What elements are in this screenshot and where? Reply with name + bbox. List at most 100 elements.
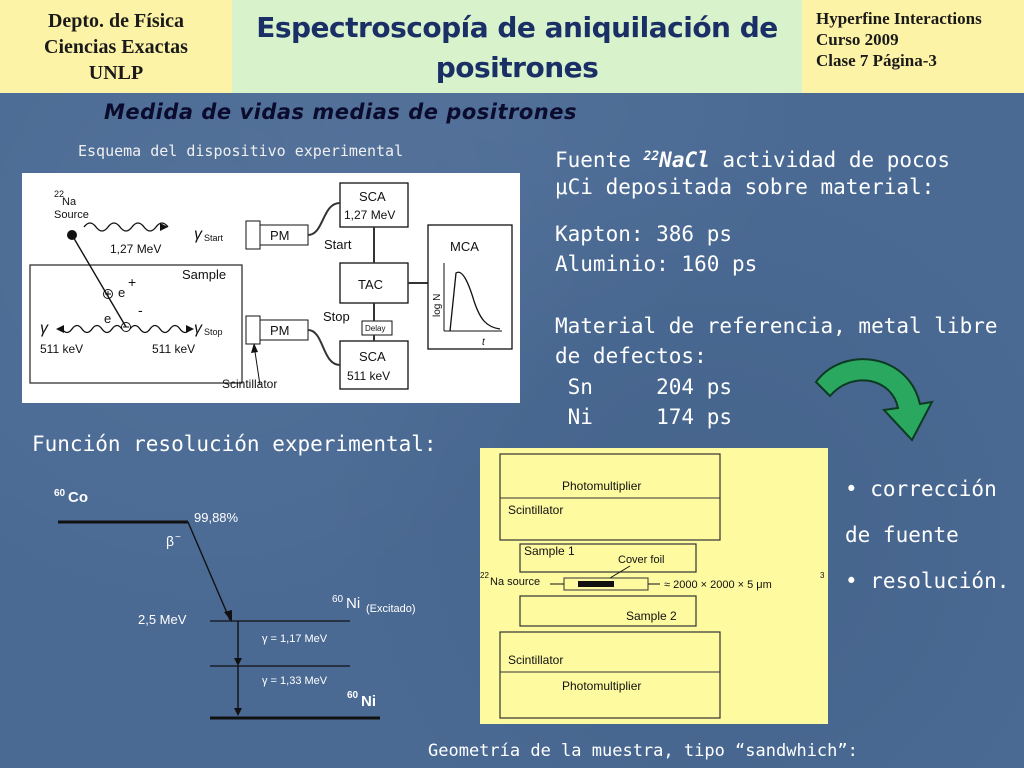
department-line-1: Depto. de Física	[47, 10, 185, 32]
stop-gamma-wave-right	[129, 324, 191, 334]
delay-box	[361, 320, 393, 336]
scintillator-bottom	[245, 315, 261, 345]
dimension-text: ≈ 2000 × 2000 × 5 μm	[664, 579, 772, 591]
course-line-1: Hyperfine Interactions	[816, 9, 982, 28]
slide-title-line-2: positrones	[435, 51, 599, 84]
ni-mass: 60	[347, 690, 359, 701]
slide-title: Espectroscopía de aniquilación de positr…	[232, 0, 802, 93]
bullet-resolution: • resolución.	[845, 569, 1010, 593]
source-deposit	[578, 581, 614, 587]
sca-top-energy: 1,27 MeV	[344, 208, 395, 222]
beta-energy: 2,5 MeV	[138, 612, 187, 627]
source-isotope: 22	[54, 189, 64, 199]
stop-gamma-wave-left	[61, 324, 123, 334]
right-energy: 511 keV	[152, 342, 195, 356]
positron-track	[71, 234, 127, 328]
mca-spectrum-curve	[449, 271, 501, 332]
sample2-text: Sample 2	[626, 609, 677, 623]
mca-xaxis-label: t	[482, 337, 486, 348]
reference-line-2: de defectos:	[555, 344, 707, 368]
geometry-caption: Geometría de la muestra, tipo “sandwhich…	[428, 741, 858, 761]
ni-value: Ni 174 ps	[555, 405, 733, 429]
ni-excited-element: Ni	[346, 595, 360, 612]
left-energy: 511 keV	[40, 342, 83, 356]
sca-bottom-energy: 511 keV	[347, 369, 390, 383]
start-energy: 1,27 MeV	[110, 242, 161, 256]
beta-symbol: β	[166, 533, 174, 549]
scintillator-top	[245, 220, 261, 250]
co-mass: 60	[54, 488, 66, 499]
source-text-line-2: μCi depositada sobre material:	[555, 175, 935, 199]
gamma-2-energy: γ = 1,33 MeV	[262, 675, 328, 687]
delay-label: Delay	[365, 324, 385, 333]
source-text-compound: NaCl	[659, 148, 710, 172]
aluminio-value: Aluminio: 160 ps	[555, 252, 758, 276]
department-box: Depto. de Física Ciencias Exactas UNLP	[0, 0, 232, 93]
annihilation-marker	[121, 322, 131, 332]
reference-line-1: Material de referencia, metal libre	[555, 314, 998, 338]
scintillator-label: Scintillator	[222, 377, 277, 391]
dimension-power: 3	[820, 571, 825, 580]
scint-top-text: Scintillator	[508, 503, 563, 517]
sample1-block	[519, 543, 697, 573]
cover-foil-text: Cover foil	[618, 554, 664, 566]
sample-label: Sample	[182, 267, 226, 282]
sca-bottom-label: SCA	[359, 349, 386, 364]
mca-label: MCA	[450, 239, 479, 254]
ni-element: Ni	[361, 693, 376, 710]
start-gamma-sub: Start	[204, 233, 224, 243]
positron-marker	[103, 289, 113, 299]
corrections-list: • corrección de fuente • resolución.	[845, 466, 1009, 604]
stop-gamma-symbol: γ	[194, 320, 203, 337]
source-text-isotope: 22	[643, 149, 660, 164]
schematic-caption: Esquema del dispositivo experimental	[78, 142, 404, 160]
decay-scheme: 60 Co 99,88% β − 2,5 MeV 60 Ni (Excitado…	[54, 488, 416, 720]
sn-value: Sn 204 ps	[555, 375, 733, 399]
course-box: Hyperfine Interactions Curso 2009 Clase …	[802, 0, 1024, 93]
source-element: Na	[62, 196, 77, 208]
resolution-title: Función resolución experimental:	[32, 432, 437, 456]
pm-bottom-block	[499, 631, 721, 719]
ni-excited-mass: 60	[332, 594, 344, 605]
department-line-3: UNLP	[88, 62, 144, 84]
start-gamma-symbol: γ	[194, 226, 203, 243]
source-mass: 22	[480, 571, 489, 580]
source-word: Source	[54, 209, 89, 221]
pm-top-block	[499, 453, 721, 541]
kapton-value: Kapton: 386 ps	[555, 222, 733, 246]
stop-label: Stop	[323, 309, 350, 324]
curved-arrow-icon	[814, 358, 934, 442]
source-text-suffix: actividad de pocos	[709, 148, 950, 172]
left-gamma-symbol: γ	[40, 320, 49, 337]
start-gamma-wave	[83, 222, 169, 232]
pm-bottom-label: PM	[270, 323, 290, 338]
mca-box	[427, 224, 513, 350]
course-line-3: Clase 7 Página-3	[816, 51, 937, 70]
electron-label: e	[104, 311, 111, 326]
sample2-block	[519, 595, 697, 627]
sample-box	[29, 264, 243, 384]
sample1-text: Sample 1	[524, 544, 575, 558]
pm-top-text: Photomultiplier	[562, 479, 641, 493]
mca-yaxis-label: log N	[432, 294, 443, 317]
department-line-2: Ciencias Exactas	[44, 36, 188, 58]
tac-label: TAC	[358, 277, 383, 292]
gamma-1-energy: γ = 1,17 MeV	[262, 633, 328, 645]
sandwich-geometry: Photomultiplier Scintillator Sample 1 Co…	[480, 448, 828, 724]
sca-top-label: SCA	[359, 189, 386, 204]
ni-excited-sub: (Excitado)	[366, 603, 416, 615]
course-line-2: Curso 2009	[816, 30, 899, 49]
beta-transition	[187, 521, 231, 621]
source-text: Na source	[490, 576, 540, 588]
source-text-prefix: Fuente	[555, 148, 644, 172]
stop-gamma-sub: Stop	[204, 327, 223, 337]
pm-bottom-text: Photomultiplier	[562, 679, 641, 693]
positron-label: e	[118, 285, 125, 300]
scint-bottom-text: Scintillator	[508, 653, 563, 667]
positron-plus: +	[128, 274, 136, 290]
slide-title-line-1: Espectroscopía de aniquilación de	[256, 11, 778, 44]
electron-minus: -	[138, 302, 143, 318]
section-subtitle: Medida de vidas medias de positrones	[104, 100, 577, 124]
branch-ratio: 99,88%	[194, 510, 239, 525]
pm-top-label: PM	[270, 228, 290, 243]
